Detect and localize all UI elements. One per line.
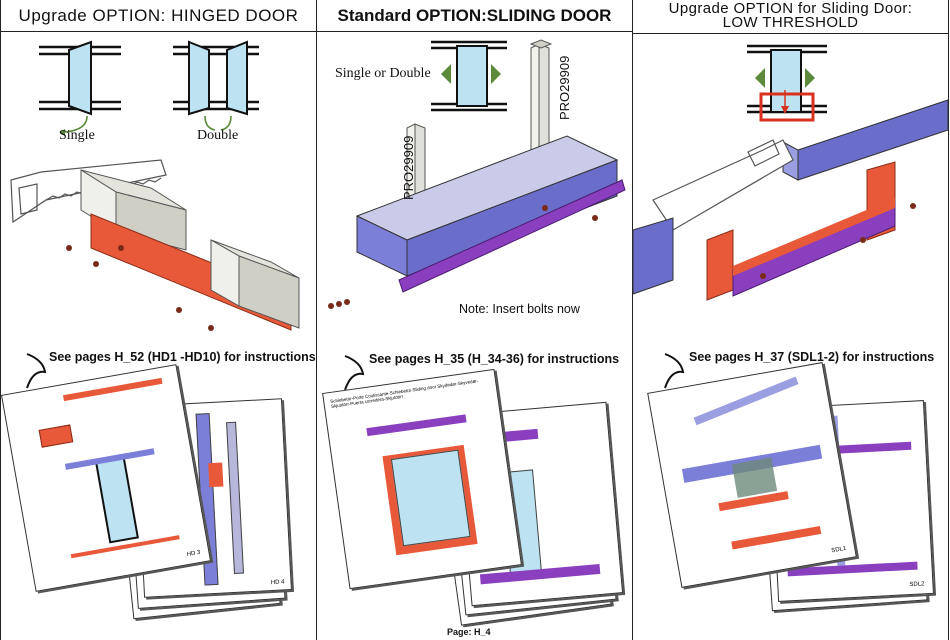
- see-pages-low-threshold: See pages H_37 (SDL1-2) for instructions: [689, 350, 935, 364]
- column-header-low-threshold: Upgrade OPTION for Sliding Door: LOW THR…: [633, 0, 948, 34]
- label-double: Double: [197, 128, 239, 143]
- eye-icon: [664, 353, 685, 389]
- blue-track-profile: [355, 135, 619, 277]
- bolts: [328, 205, 598, 309]
- steel-profile-left: [80, 169, 187, 251]
- arrow-left-icon: [755, 68, 765, 88]
- low-threshold-assembly-illustration: [632, 99, 949, 301]
- single-hinged-icon: [39, 40, 121, 116]
- hinged-assembly-illustration: [10, 159, 300, 331]
- see-pages-sliding: See pages H_35 (H_34-36) for instruction…: [369, 352, 620, 366]
- hinged-door-schematic: [39, 40, 259, 136]
- label-single: Single: [59, 128, 95, 143]
- low-threshold-schematic: [747, 44, 827, 122]
- sheet-label-sdl1: SDL1: [830, 545, 847, 555]
- sheet-label-hd4: HD 4: [270, 579, 285, 587]
- arrow-left-icon: [441, 64, 451, 84]
- double-hinged-icon: [173, 40, 259, 116]
- header-line1: Upgrade OPTION for Sliding Door:: [668, 0, 913, 17]
- column-sliding-door: Standard OPTION:SLIDING DOOR Single or D…: [317, 0, 633, 640]
- see-pages-hinged: See pages H_52 (HD1 -HD10) for instructi…: [49, 350, 316, 364]
- orange-bracket: [706, 229, 734, 301]
- header-line2: LOW THRESHOLD: [722, 14, 859, 31]
- screws: [760, 203, 916, 279]
- orange-threshold-top: [733, 198, 895, 276]
- page-number: Page: H_4: [447, 627, 491, 637]
- sheet-label-sdl2: SDL2: [909, 581, 925, 589]
- column-hinged-door: Upgrade OPTION: HINGED DOOR Single Doubl…: [0, 0, 317, 640]
- column-low-threshold: Upgrade OPTION for Sliding Door: LOW THR…: [632, 0, 949, 640]
- saw-icon: [652, 139, 794, 231]
- note-insert-bolts: Note: Insert bolts now: [459, 302, 580, 316]
- sliding-assembly-illustration: [328, 39, 626, 309]
- eye-icon: [26, 353, 47, 389]
- blue-profile-top: [782, 99, 949, 181]
- sliding-door-schematic: [431, 40, 507, 112]
- sheet-hd3: HD 3: [0, 364, 212, 592]
- swing-arrow-single: [64, 115, 88, 133]
- column-header-sliding: Standard OPTION:SLIDING DOOR: [317, 0, 632, 32]
- purple-rail: [398, 179, 626, 293]
- arrow-right-icon: [805, 68, 815, 88]
- vertical-profile-right: [529, 39, 553, 171]
- label-single-or-double: Single or Double: [335, 66, 431, 81]
- label-profile-a: PRO29909: [401, 135, 416, 200]
- steel-profile-right: [210, 239, 300, 329]
- screws: [66, 245, 214, 331]
- arrow-right-icon: [491, 64, 501, 84]
- label-profile-b: PRO29909: [557, 55, 572, 120]
- eye-icon: [344, 355, 365, 391]
- threshold-highlight: [759, 92, 815, 122]
- column-header-hinged: Upgrade OPTION: HINGED DOOR: [1, 0, 316, 32]
- sheet-label-hd3: HD 3: [186, 549, 201, 559]
- sheet-sliding-front: Schiebetür-Porte Coulissante-Schiebetür-…: [322, 368, 522, 590]
- sheet-sdl1: SDL1: [647, 362, 857, 588]
- blue-profile-left: [632, 217, 674, 295]
